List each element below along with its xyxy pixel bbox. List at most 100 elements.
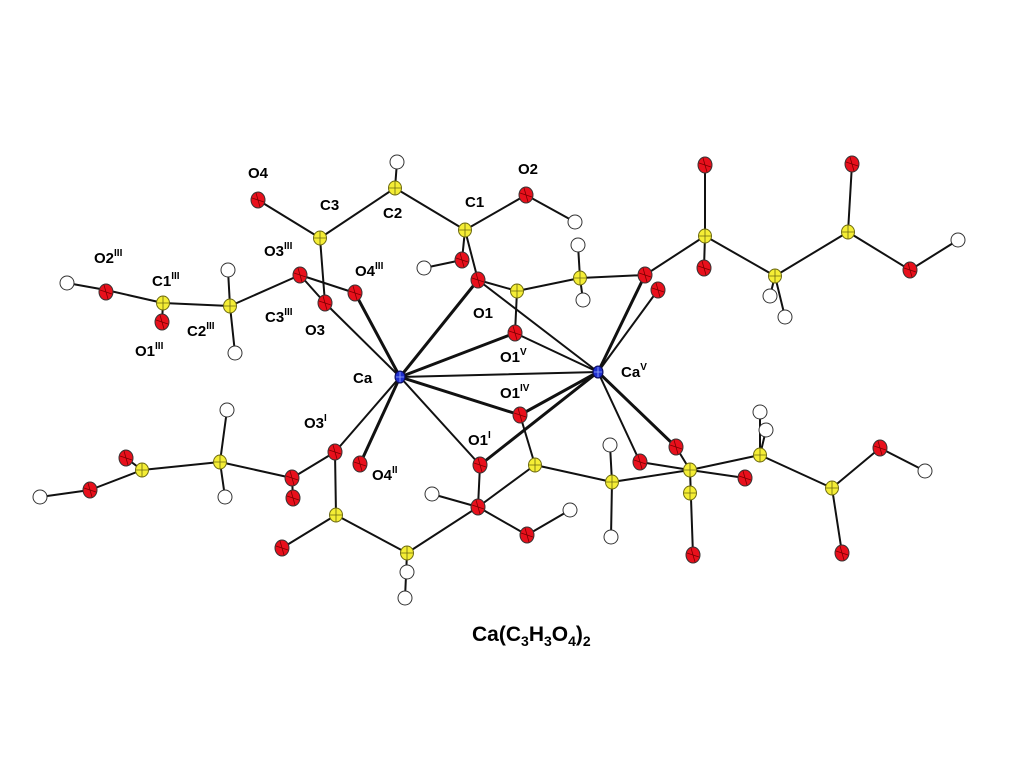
label-o4-iii: O4III	[355, 261, 384, 280]
carbon-atoms	[135, 180, 855, 561]
bond	[141, 461, 221, 471]
label-c3: C3	[320, 197, 339, 214]
oxygen-atom	[352, 455, 368, 473]
bond	[774, 231, 849, 277]
carbon-atom	[213, 454, 227, 470]
hydrogen-atom	[227, 345, 243, 361]
bond	[689, 469, 694, 556]
ca-o-bond	[398, 278, 480, 379]
oxygen-atom	[512, 406, 528, 424]
bond	[477, 464, 536, 508]
bond	[464, 229, 479, 281]
oxygen-atom	[347, 284, 363, 302]
carbon-atom	[156, 295, 170, 311]
carbon-atom	[528, 457, 542, 473]
oxygen-atom	[118, 449, 134, 467]
label-o2-iii: O2III	[94, 248, 123, 267]
bond	[229, 305, 236, 354]
ca-o-bond	[514, 332, 599, 373]
oxygen-atom	[292, 266, 308, 284]
oxygen-atom	[632, 453, 648, 471]
label-c1: C1	[465, 194, 484, 211]
oxygen-atom	[507, 324, 523, 342]
carbon-atom	[683, 485, 697, 501]
oxygen-atom	[472, 456, 488, 474]
ca-o-bond	[399, 376, 481, 466]
carbon-atom	[841, 224, 855, 240]
hydrogen-atom	[777, 309, 793, 325]
label-c3-iii: C3III	[265, 307, 293, 326]
carbon-atom	[753, 447, 767, 463]
hydrogen-atom	[567, 214, 583, 230]
oxygen-atom	[470, 271, 486, 289]
bond	[704, 235, 776, 277]
ca-o-bond	[334, 376, 401, 453]
bond	[39, 489, 91, 498]
bond	[105, 289, 164, 304]
bond	[759, 454, 833, 489]
carbon-atom	[825, 480, 839, 496]
oxygen-atom	[518, 186, 534, 204]
label-ca: Ca	[353, 370, 373, 387]
bond	[611, 469, 691, 483]
ca-o-bond	[597, 371, 641, 463]
bond	[909, 239, 959, 271]
oxygen-atom	[327, 443, 343, 461]
oxygen-atom	[98, 283, 114, 301]
bond	[689, 469, 746, 479]
carbon-atom	[400, 545, 414, 561]
calcium-atom	[394, 370, 406, 384]
bond	[831, 447, 881, 489]
oxygen-atom	[685, 546, 701, 564]
oxygen-atom	[637, 266, 653, 284]
hydrogen-atom	[917, 463, 933, 479]
oxygen-atom	[274, 539, 290, 557]
bond	[689, 454, 761, 471]
oxygen-atom	[154, 313, 170, 331]
carbon-atom	[329, 507, 343, 523]
label-c2: C2	[383, 205, 402, 222]
oxygen-atom	[650, 281, 666, 299]
carbon-atom	[683, 462, 697, 478]
bond	[335, 514, 408, 554]
bond	[89, 469, 143, 491]
bond	[534, 464, 613, 483]
bond	[319, 237, 326, 304]
ca-ca-bond	[399, 371, 599, 378]
hydrogen-atom	[575, 292, 591, 308]
bond-network	[39, 161, 959, 599]
carbon-atom	[698, 228, 712, 244]
bond	[847, 163, 853, 233]
oxygen-atom	[668, 438, 684, 456]
label-c1-iii: C1III	[152, 271, 180, 290]
oxygen-atom	[250, 191, 266, 209]
hydrogen-atom	[219, 402, 235, 418]
hydrogen-atom	[59, 275, 75, 291]
hydrogen-atom	[752, 404, 768, 420]
oxygen-atom	[82, 481, 98, 499]
bond	[477, 506, 528, 536]
carbon-atom	[605, 474, 619, 490]
hydrogen-atom	[762, 288, 778, 304]
ca-o-bond	[597, 289, 659, 373]
hydrogen-atom	[424, 486, 440, 502]
oxygen-atom	[519, 526, 535, 544]
hydrogen-atom	[950, 232, 966, 248]
atom-labels: O4 C3 C2 C1 O2 O2III C1III O3III O4III C…	[94, 161, 647, 484]
oxygen-atom	[696, 259, 712, 277]
bond	[406, 506, 479, 554]
bond	[579, 274, 646, 279]
carbon-atom	[510, 283, 524, 299]
ca-o-bond	[596, 370, 678, 449]
hydrogen-atom	[399, 564, 415, 580]
bond	[464, 194, 527, 231]
bond	[281, 514, 337, 549]
label-o1: O1	[473, 305, 493, 322]
bond	[525, 194, 576, 223]
label-c2-iii: C2III	[187, 321, 215, 340]
label-o3: O3	[305, 322, 325, 339]
bond	[334, 451, 337, 516]
ca-o-bond	[398, 375, 522, 417]
bond	[319, 187, 396, 239]
